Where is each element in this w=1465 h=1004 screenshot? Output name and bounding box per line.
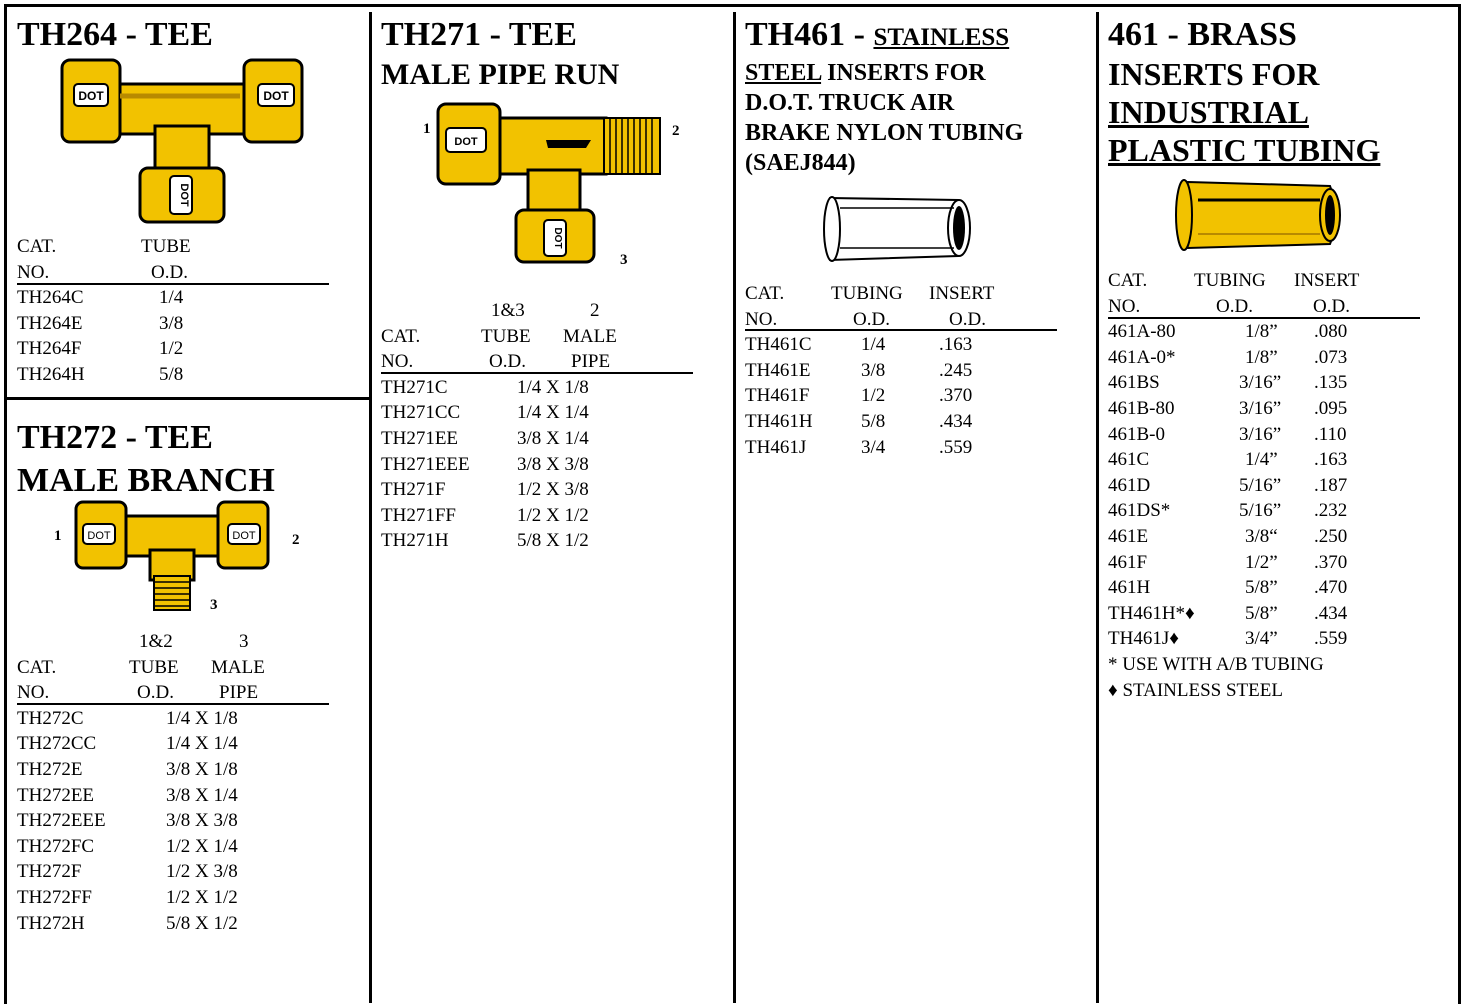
port-number: 1	[54, 528, 62, 544]
port-number: 1	[423, 121, 431, 137]
tee-fitting-image: DOT DOT DOT	[60, 58, 304, 224]
port-number: 2	[672, 123, 680, 139]
footnote: ♦ STAINLESS STEEL	[1108, 679, 1283, 701]
header-rule	[381, 372, 693, 374]
section-divider	[4, 397, 371, 400]
table-row: 461DS*5/16”.232	[1108, 500, 1348, 522]
table-header-row: CAT. TUBE MALE	[381, 325, 617, 347]
column-divider	[1096, 12, 1099, 1003]
table-header-row: NO. O.D. PIPE	[17, 682, 259, 704]
tee-male-branch-image: DOT DOT	[74, 500, 270, 611]
column-divider	[733, 12, 736, 1003]
b461-title: 461 - BRASS INSERTS FOR INDUSTRIAL PLAST…	[1108, 16, 1381, 168]
th271-table: 1&3 2 CAT. TUBE MALE NO. O.D. PIPE TH271…	[381, 298, 693, 554]
header-od: O.D.	[151, 261, 188, 283]
tee-male-run-image: DOT DOT	[436, 102, 661, 264]
header-no: NO.	[17, 261, 50, 283]
header-rule	[17, 283, 329, 285]
th271-subtitle: MALE PIPE RUN	[381, 58, 620, 91]
table-header-row: CAT. TUBE MALE	[17, 656, 265, 678]
table-header-row: CAT. TUBING INSERT	[745, 283, 995, 304]
table-header-row: NO. O.D. O.D.	[745, 308, 986, 330]
th272-subtitle: MALE BRANCH	[17, 462, 275, 499]
table-header-row: 1&3 2	[491, 300, 600, 321]
dot-marking: DOT	[454, 136, 478, 148]
th461-title: TH461 - STAINLESS STEEL INSERTS FOR D.O.…	[745, 16, 1024, 176]
table-row: TH461J♦3/4”.559	[1108, 628, 1348, 650]
header-rule	[745, 329, 1057, 331]
port-number: 3	[210, 597, 218, 613]
header-cat: CAT.	[17, 236, 57, 257]
dot-marking: DOT	[232, 530, 256, 542]
header-tube: TUBE	[141, 236, 191, 257]
port-number: 3	[620, 252, 628, 268]
dot-marking: DOT	[78, 89, 104, 103]
table-header-row: NO. O.D. O.D.	[1108, 295, 1350, 317]
column-divider	[369, 12, 372, 1003]
dot-marking: DOT	[552, 227, 563, 248]
table-header-row: CAT. TUBE	[17, 234, 329, 260]
table-row: TH461H*♦5/8”.434	[1108, 602, 1348, 624]
port-number: 2	[292, 532, 300, 548]
th461-title-main: TH461 -	[745, 16, 865, 53]
footnote: * USE WITH A/B TUBING	[1108, 653, 1324, 675]
table-row: 461A-0*1/8”.073	[1108, 346, 1348, 368]
b461-table: CAT. TUBING INSERT NO. O.D. O.D. 461A-80…	[1108, 268, 1420, 703]
dot-marking: DOT	[178, 183, 190, 207]
table-header-row: 1&2 3	[139, 631, 249, 652]
stainless-insert-image	[823, 196, 971, 262]
table-header-row: CAT. TUBING INSERT	[1108, 270, 1360, 291]
th271-title: TH271 - TEE	[381, 16, 577, 53]
dot-marking: DOT	[87, 530, 111, 542]
th272-table: 1&2 3 CAT. TUBE MALE NO. O.D. PIPE TH272…	[17, 629, 329, 936]
th264-title: TH264 - TEE	[17, 16, 213, 53]
table-header-row: NO. O.D.	[17, 260, 329, 286]
dot-marking: DOT	[263, 89, 289, 103]
header-rule	[1108, 317, 1420, 319]
brass-insert-image	[1175, 179, 1341, 251]
table-header-row: NO. O.D. PIPE	[381, 351, 611, 373]
page-frame	[4, 4, 1461, 1004]
th461-title-stainless: STAINLESS	[873, 24, 1010, 51]
header-rule	[17, 703, 329, 705]
th272-title: TH272 - TEE	[17, 419, 213, 456]
